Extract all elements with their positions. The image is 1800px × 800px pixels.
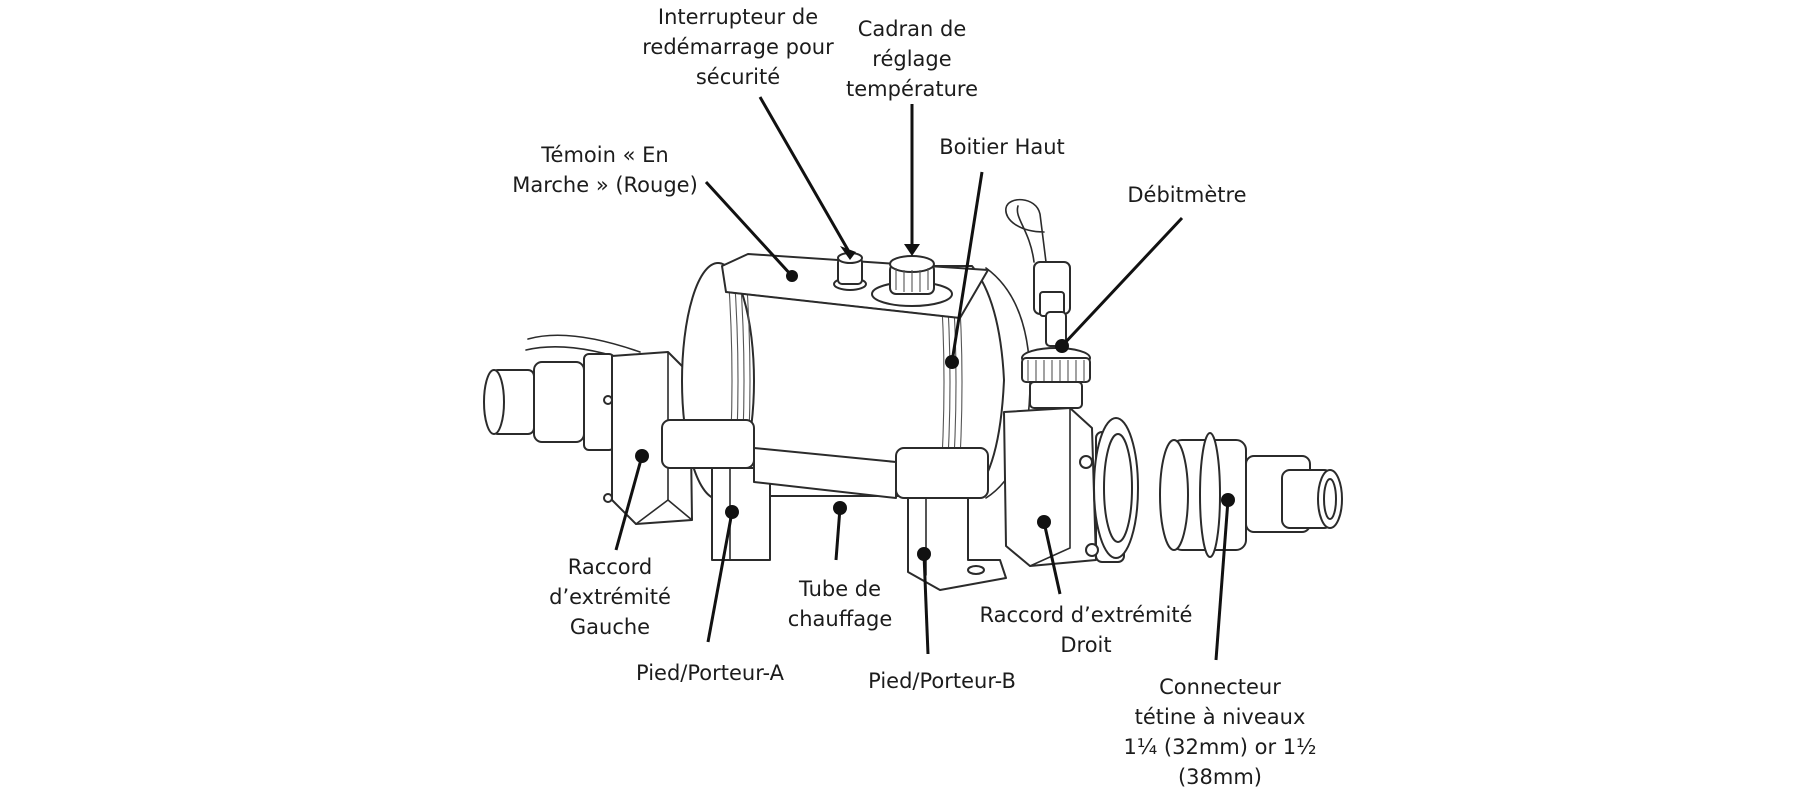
- leader-foot-a: [706, 511, 734, 643]
- dot-connector: [1221, 493, 1235, 507]
- leader-right-fitting: [1042, 521, 1062, 595]
- dot-top-housing: [945, 355, 959, 369]
- label-heating-tube: Tube de chauffage: [787, 577, 893, 631]
- label-left-end-fitting: Raccord d’extrémité Gauche: [549, 555, 671, 639]
- leader-foot-b: [922, 553, 930, 655]
- dot-foot-b: [917, 547, 931, 561]
- heating-tube-shape: [753, 447, 897, 499]
- dot-foot-a: [725, 505, 739, 519]
- dot-flowmeter: [1055, 339, 1069, 353]
- dot-heating-tube: [833, 501, 847, 515]
- power-cable: [527, 334, 641, 353]
- leader-flowmeter: [1060, 216, 1184, 348]
- label-restart-switch: Interrupteur de redémarrage pour sécurit…: [642, 5, 834, 89]
- label-top-housing: Boitier Haut: [939, 135, 1065, 159]
- left-hose-connector: [483, 353, 615, 451]
- leader-power-light: [704, 180, 794, 278]
- left-end-fitting-block: [603, 351, 693, 525]
- foot-b: [895, 447, 1007, 591]
- dot-power-light: [786, 270, 798, 282]
- dot-right-fitting: [1037, 515, 1051, 529]
- label-flowmeter: Débitmètre: [1127, 183, 1247, 207]
- leader-restart-switch: [758, 96, 850, 251]
- label-temp-dial: Cadran de réglage température: [846, 17, 978, 101]
- stepped-hose-connector: [1159, 432, 1343, 558]
- flowmeter-assembly: [1005, 198, 1091, 409]
- label-foot-a: Pied/Porteur-A: [636, 661, 784, 685]
- leader-heating-tube: [834, 507, 842, 561]
- label-right-end-fitting: Raccord d’extrémité Droit: [979, 603, 1193, 657]
- label-connector: Connecteur tétine à niveaux 1¼ (32mm) or…: [1123, 675, 1317, 789]
- label-power-light: Témoin « En Marche » (Rouge): [512, 143, 698, 197]
- leader-left-fitting: [614, 455, 644, 551]
- right-end-fitting-block: [1003, 407, 1139, 567]
- leader-connector: [1214, 499, 1230, 661]
- dot-left-fitting: [635, 449, 649, 463]
- label-foot-b: Pied/Porteur-B: [868, 669, 1016, 693]
- leader-top-housing: [950, 171, 984, 363]
- restart-switch: [833, 252, 867, 291]
